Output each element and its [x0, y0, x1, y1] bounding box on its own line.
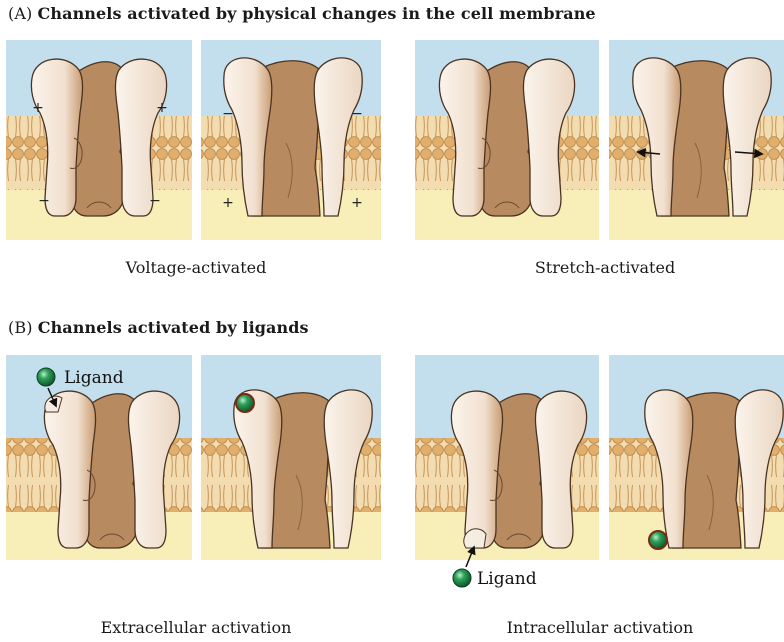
charge-minus-right: − [149, 193, 161, 209]
charge-minus-left: − [38, 193, 50, 209]
channel-open [645, 390, 783, 548]
caption-stretch: Stretch-activated [535, 258, 675, 277]
channel-open [224, 58, 362, 216]
ligand-bound-icon [236, 394, 254, 412]
charge-minus-right: − [351, 106, 363, 122]
channel-closed [31, 59, 166, 216]
panel-stretch-open [609, 40, 784, 240]
panel-extracellular-closed: Ligand [6, 355, 192, 560]
ligand-label: Ligand [477, 569, 537, 589]
panel-voltage-closed: + + − − [6, 40, 192, 240]
caption-voltage: Voltage-activated [126, 258, 267, 277]
channel-closed [44, 391, 179, 548]
panel-intracellular-open [609, 355, 784, 560]
charge-plus-left: + [32, 100, 44, 116]
ligand-bound-icon [649, 531, 667, 549]
ligand-ball-icon [453, 569, 471, 587]
charge-plus-right: + [156, 100, 168, 116]
panel-intracellular-closed: Ligand [415, 355, 599, 589]
charge-minus-left: − [222, 106, 234, 122]
ligand-ball-icon [37, 368, 55, 386]
panel-stretch-closed [415, 40, 599, 240]
channel-closed [439, 59, 574, 216]
charge-plus-right: + [351, 195, 363, 211]
charge-plus-left: + [222, 195, 234, 211]
panel-voltage-open: − − + + [201, 40, 381, 240]
panel-extracellular-open [201, 355, 381, 560]
channel-closed [451, 391, 586, 548]
ligand-label: Ligand [64, 368, 124, 388]
channel-open [633, 58, 771, 216]
caption-extracellular: Extracellular activation [101, 618, 292, 637]
channel-open [234, 390, 372, 548]
caption-intracellular: Intracellular activation [507, 618, 694, 637]
